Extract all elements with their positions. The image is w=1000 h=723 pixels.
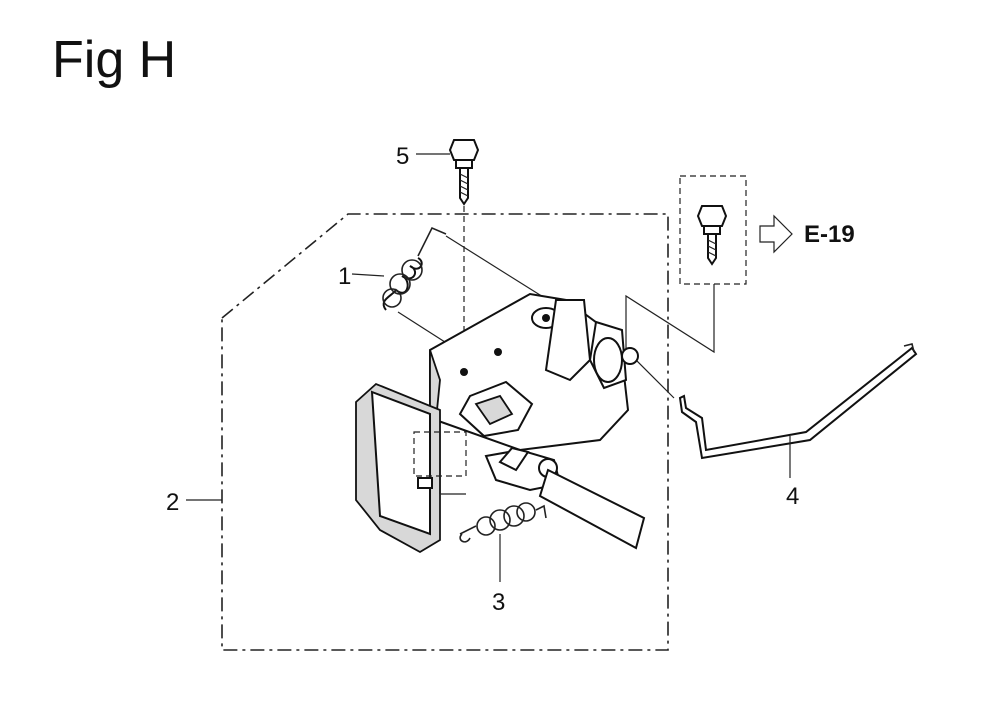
callout-5: 5 xyxy=(396,143,409,170)
reference-box xyxy=(679,175,747,285)
spring-3 xyxy=(459,502,547,543)
callout-1: 1 xyxy=(338,263,351,290)
reference-arrow-icon xyxy=(759,214,793,254)
assembly-boundary xyxy=(221,213,669,651)
reference-bolt xyxy=(696,205,728,266)
control-rod-4 xyxy=(678,343,918,460)
reference-leader xyxy=(625,284,715,399)
spring-1 xyxy=(382,226,447,311)
callout-3: 3 xyxy=(492,589,505,616)
spring-1-leader xyxy=(351,273,385,277)
governor-assembly-2 xyxy=(355,292,646,554)
spring-1-guide-a xyxy=(445,235,549,301)
figure-title: Fig H xyxy=(52,31,177,89)
callout-2: 2 xyxy=(166,489,179,516)
reference-label: E-19 xyxy=(804,221,855,248)
callout-4: 4 xyxy=(786,483,799,510)
bolt-5 xyxy=(448,139,480,206)
